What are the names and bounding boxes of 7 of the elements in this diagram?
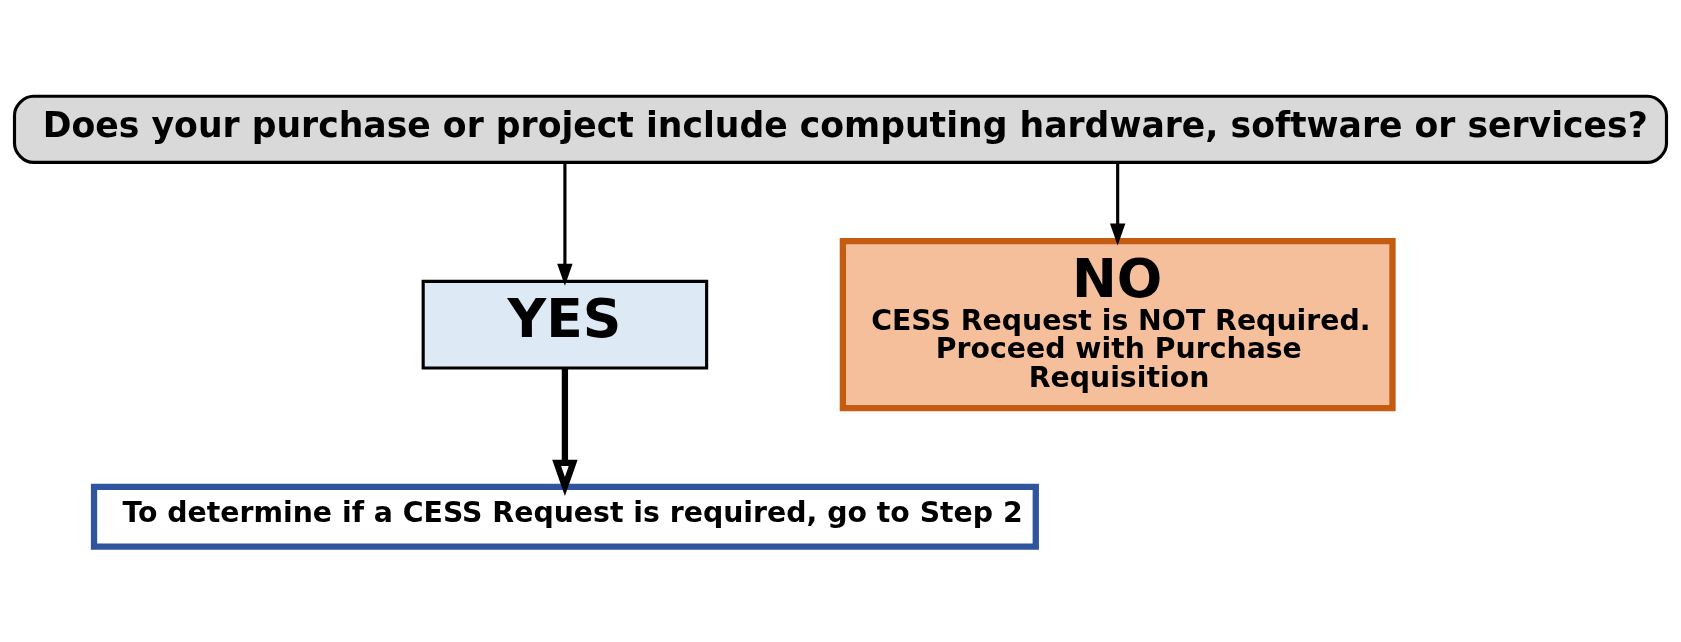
node-box: YES [421, 279, 709, 370]
node-box: Does your purchase or project include computing hardware, software or services? [12, 94, 1669, 164]
node-box: NO CESS Request is NOT Required. Proceed with Purchase Requisition [839, 237, 1396, 411]
node-box: To determine if a CESS Request is required, go to Step 2 [90, 483, 1039, 550]
arrow [1109, 162, 1126, 246]
arrow [557, 162, 573, 286]
arrow [552, 367, 578, 496]
